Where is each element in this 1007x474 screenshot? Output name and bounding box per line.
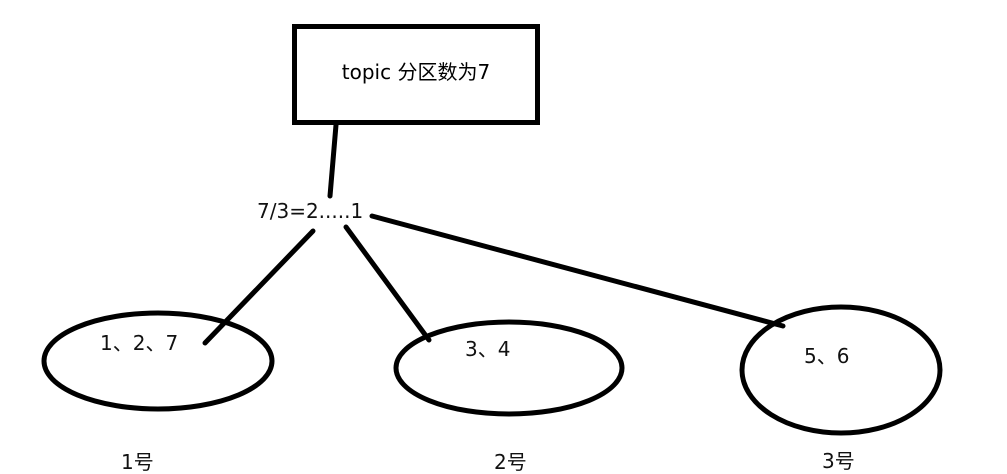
consumer-1-partitions: 1、2、7 — [100, 331, 179, 355]
consumer-2-partitions: 3、4 — [465, 337, 511, 361]
topic-label: topic 分区数为7 — [341, 60, 491, 84]
consumer-1-ellipse — [41, 310, 275, 412]
consumer-1-name: 1号 — [121, 450, 154, 474]
consumer-2-ellipse — [393, 319, 625, 417]
connector-topic-division — [327, 122, 339, 199]
connector-consumer-3 — [369, 213, 786, 329]
topic-box: topic 分区数为7 — [292, 24, 540, 125]
connector-consumer-1 — [202, 228, 316, 346]
consumer-3-name: 3号 — [822, 449, 855, 473]
division-label: 7/3=2.....1 — [257, 199, 364, 223]
connector-consumer-2 — [343, 224, 432, 343]
consumer-3-ellipse — [739, 304, 943, 436]
consumer-2-name: 2号 — [494, 450, 527, 474]
consumer-3-partitions: 5、6 — [804, 344, 850, 368]
